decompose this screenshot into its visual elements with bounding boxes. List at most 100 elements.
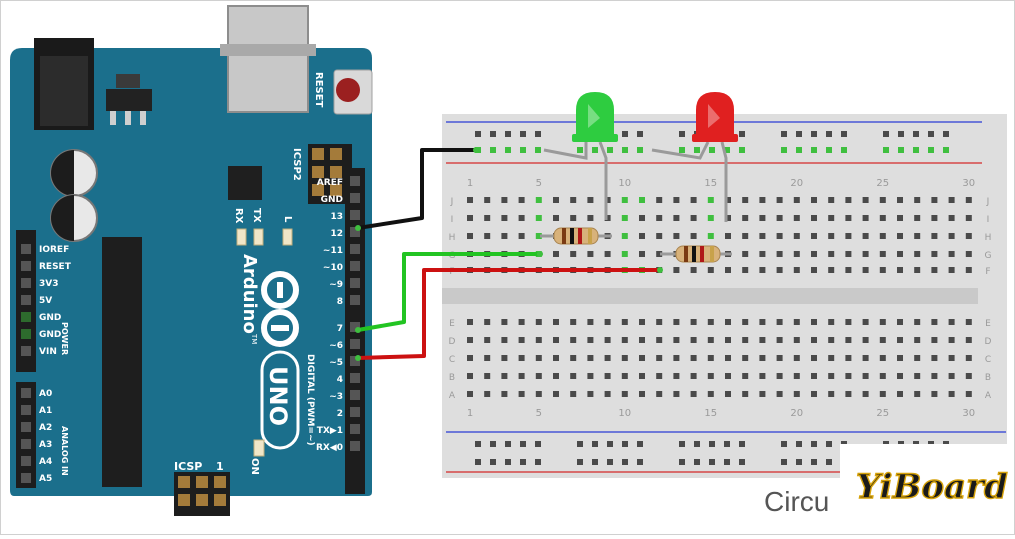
digital-pin-socket[interactable]: [350, 373, 360, 383]
breadboard-hole: [897, 391, 903, 397]
breadboard-hole: [467, 391, 473, 397]
breadboard-hole: [811, 391, 817, 397]
breadboard-hole: [776, 251, 783, 257]
breadboard-hole: [604, 337, 611, 343]
analog-pin-socket[interactable]: [21, 388, 31, 398]
power-pin-socket[interactable]: [21, 278, 31, 288]
power-pin-label: 3V3: [39, 279, 59, 289]
header-pin[interactable]: [312, 148, 324, 160]
header-pin[interactable]: [214, 494, 226, 506]
rail-hole: [724, 441, 730, 447]
rail-hole: [520, 131, 526, 137]
digital-pin-socket[interactable]: [350, 261, 360, 271]
header-pin[interactable]: [196, 476, 208, 488]
power-pin-socket[interactable]: [21, 261, 31, 271]
header-pin[interactable]: [214, 476, 226, 488]
breadboard-hole: [707, 355, 714, 361]
breadboard-hole: [621, 391, 628, 397]
breadboard-hole: [845, 197, 852, 203]
digital-pin-socket[interactable]: [350, 407, 360, 417]
breadboard-hole: [587, 251, 594, 257]
breadboard-hole: [742, 373, 749, 379]
digital-pin-socket[interactable]: [350, 424, 360, 434]
breadboard-hole: [484, 197, 491, 203]
breadboard-hole: [862, 355, 869, 361]
power-pin-socket[interactable]: [21, 312, 31, 322]
analog-pin-socket[interactable]: [21, 473, 31, 483]
header-pin[interactable]: [312, 166, 324, 178]
digital-pin-socket[interactable]: [350, 176, 360, 186]
digital-pin-socket[interactable]: [350, 441, 360, 451]
arduino-logo: Arduino TM: [239, 254, 260, 344]
breadboard-hole: [553, 251, 559, 257]
breadboard-hole: [828, 233, 835, 239]
power-pin-label: IOREF: [39, 245, 69, 255]
power-pin-socket[interactable]: [21, 244, 31, 254]
breadboard-hole: [673, 319, 680, 325]
breadboard-hole: [467, 373, 473, 379]
header-pin[interactable]: [178, 494, 190, 506]
uno-badge: [260, 350, 300, 450]
breadboard-hole: [965, 319, 972, 325]
wire-end: [657, 267, 663, 273]
breadboard-hole: [725, 319, 731, 325]
digital-pin-socket[interactable]: [350, 210, 360, 220]
rail-hole: [679, 441, 685, 447]
digital-pin-socket[interactable]: [350, 227, 360, 237]
breadboard-hole: [759, 373, 766, 379]
breadboard-hole: [845, 267, 852, 273]
digital-pin-socket[interactable]: [350, 295, 360, 305]
breadboard-hole: [776, 355, 783, 361]
breadboard-hole: [690, 233, 697, 239]
rail-hole: [637, 459, 643, 465]
breadboard-hole: [862, 197, 869, 203]
header-pin[interactable]: [330, 184, 342, 196]
breadboard-hole: [656, 251, 663, 257]
breadboard-hole: [862, 267, 869, 273]
breadboard-hole: [535, 355, 542, 361]
analog-pin-socket[interactable]: [21, 456, 31, 466]
header-pin[interactable]: [330, 166, 342, 178]
digital-pin-label: 2: [337, 409, 343, 419]
yiboard-logo: YiBoard: [840, 444, 1015, 535]
breadboard-hole: [518, 373, 525, 379]
power-pin-socket[interactable]: [21, 346, 31, 356]
analog-pin-socket[interactable]: [21, 439, 31, 449]
digital-pin-socket[interactable]: [350, 390, 360, 400]
rail-hole: [607, 459, 613, 465]
breadboard-hole: [879, 251, 886, 257]
power-pin-socket[interactable]: [21, 295, 31, 305]
breadboard-hole: [535, 373, 542, 379]
header-pin[interactable]: [178, 476, 190, 488]
digital-pin-socket[interactable]: [350, 193, 360, 203]
analog-pin-socket[interactable]: [21, 405, 31, 415]
header-pin[interactable]: [330, 148, 342, 160]
usb-connector-flange: [220, 44, 316, 56]
digital-pin-socket[interactable]: [350, 244, 360, 254]
digital-pin-socket[interactable]: [350, 322, 360, 332]
breadboard-hole: [793, 355, 800, 361]
breadboard-hole: [845, 391, 852, 397]
breadboard-hole: [518, 355, 525, 361]
header-pin[interactable]: [196, 494, 208, 506]
analog-pin-socket[interactable]: [21, 422, 31, 432]
breadboard-hole: [621, 251, 628, 257]
digital-pin-socket[interactable]: [350, 356, 360, 366]
digital-pin-socket[interactable]: [350, 278, 360, 288]
rail-hole: [622, 441, 628, 447]
breadboard-hole: [759, 267, 766, 273]
capacitor-1: [50, 149, 98, 197]
breadboard-hole: [914, 267, 921, 273]
header-pin[interactable]: [312, 184, 324, 196]
breadboard-hole: [707, 391, 714, 397]
breadboard-hole: [639, 373, 645, 379]
digital-pin-socket[interactable]: [350, 339, 360, 349]
breadboard-center-channel: [442, 288, 978, 304]
breadboard-hole: [811, 197, 817, 203]
reset-button-cap[interactable]: [336, 78, 360, 102]
power-pin-socket[interactable]: [21, 329, 31, 339]
breadboard-hole: [501, 355, 508, 361]
rail-hole: [577, 459, 583, 465]
breadboard-hole: [656, 215, 663, 221]
breadboard-hole: [742, 267, 749, 273]
